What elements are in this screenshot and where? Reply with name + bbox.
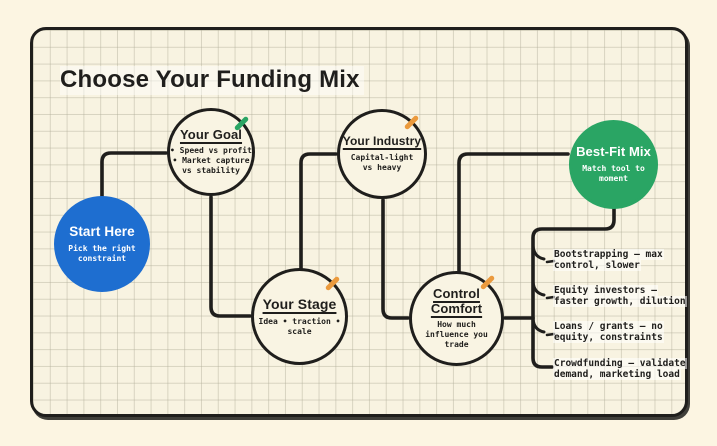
node-start-here-body: Pick the right constraint: [68, 243, 136, 263]
node-start-here: Start Here Pick the right constraint: [54, 196, 150, 292]
outcome-crowdfunding: Crowdfunding — validate demand, marketin…: [553, 358, 687, 380]
node-your-industry: Your Industry Capital-light vs heavy: [337, 109, 427, 199]
node-control-comfort-body: How much influence you trade: [425, 320, 488, 350]
node-control-comfort: Control Comfort How much influence you t…: [409, 271, 504, 366]
outcome-equity-investors: Equity investors — faster growth, diluti…: [553, 285, 687, 307]
outcome-bootstrapping: Bootstrapping — max control, slower: [553, 249, 664, 271]
node-control-comfort-title: Control Comfort: [430, 285, 483, 316]
node-your-stage-body: Idea • traction • scale: [258, 316, 341, 336]
page-title: Choose Your Funding Mix: [60, 66, 364, 96]
node-best-fit-mix: Best-Fit Mix Match tool to moment: [569, 120, 658, 209]
node-your-stage-title: Your Stage: [262, 296, 337, 313]
node-your-goal-title: Your Goal: [179, 126, 243, 142]
node-your-goal-body: • Speed vs profit • Market capture vs st…: [170, 146, 252, 176]
outcome-loans-grants: Loans / grants — no equity, constraints: [553, 321, 664, 343]
node-your-industry-body: Capital-light vs heavy: [350, 152, 414, 172]
node-best-fit-mix-body: Match tool to moment: [582, 163, 645, 183]
node-start-here-title: Start Here: [69, 224, 135, 240]
node-your-goal: Your Goal • Speed vs profit • Market cap…: [167, 108, 255, 196]
node-your-industry-title: Your Industry: [342, 134, 422, 149]
node-best-fit-mix-title: Best-Fit Mix: [576, 144, 651, 160]
